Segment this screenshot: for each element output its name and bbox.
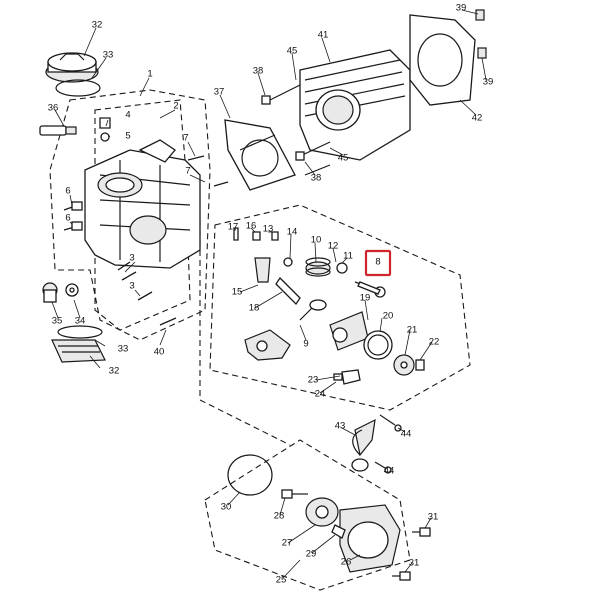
callout-label: 39 [483, 77, 494, 88]
callout-label: 33 [103, 50, 114, 61]
callout-label: 40 [154, 347, 165, 358]
callout-label: 1 [147, 69, 152, 80]
valve-part [357, 281, 381, 295]
callout-label: 28 [274, 511, 285, 522]
callout-label: 22 [429, 337, 440, 348]
callout-label: 33 [118, 344, 129, 355]
callout-label: 6 [65, 213, 70, 224]
callout-label: 19 [360, 293, 371, 304]
callout-label: 37 [214, 87, 225, 98]
callout-label: 6 [65, 186, 70, 197]
callout-label: 45 [287, 46, 298, 57]
callout-label: 14 [287, 227, 298, 238]
callout-label: 41 [318, 30, 329, 41]
head-gasket [224, 119, 296, 191]
callout-label: 21 [407, 325, 418, 336]
group-outline-cam-chain [199, 220, 291, 446]
callout-label: 34 [75, 316, 86, 327]
callout-label: 38 [311, 173, 322, 184]
callout-label: 31 [409, 558, 420, 569]
valve-train [233, 227, 425, 385]
callout-label: 15 [232, 287, 243, 298]
callout-label: 7 [185, 166, 190, 177]
callout-label: 26 [341, 557, 352, 568]
callout-label: 18 [249, 303, 260, 314]
callout-label: 30 [221, 502, 232, 513]
callout-label: 4 [125, 110, 130, 121]
callout-label: 9 [303, 339, 308, 350]
group-outline-1 [49, 89, 211, 341]
callout-label: 10 [311, 235, 322, 246]
callout-label: 27 [282, 538, 293, 549]
callout-label: 24 [315, 389, 326, 400]
callout-label: 23 [308, 375, 319, 386]
lower-o-ring [57, 325, 103, 339]
o-ring [55, 79, 101, 97]
callout-label: 42 [472, 113, 483, 124]
callout-label: 2 [173, 101, 178, 112]
cylinder-head [84, 139, 201, 269]
left-fasteners [42, 117, 229, 326]
callout-label: 38 [253, 66, 264, 77]
oil-filler-cap [45, 52, 99, 83]
callout-labels: 1 2 3 3 4 5 6 6 7 7 8 9 10 11 12 13 14 1… [48, 3, 494, 586]
callout-label: 32 [92, 20, 103, 31]
leader-lines [51, 9, 487, 579]
lower-cap [51, 339, 106, 363]
callout-label: 44 [401, 429, 412, 440]
callout-label: 36 [48, 103, 59, 114]
callout-label: 16 [246, 221, 257, 232]
callout-label: 13 [263, 224, 274, 235]
callout-label: 20 [383, 311, 394, 322]
spark-plug [39, 125, 77, 136]
callout-label: 12 [328, 241, 339, 252]
callout-label: 29 [306, 549, 317, 560]
callout-label: 25 [276, 575, 287, 586]
callout-label: 17 [228, 222, 239, 233]
group-outline-25 [204, 439, 411, 591]
callout-label: 43 [335, 421, 346, 432]
callout-label: 32 [109, 366, 120, 377]
callout-label: 45 [338, 153, 349, 164]
callout-label: 35 [52, 316, 63, 327]
callout-label: 7 [183, 133, 188, 144]
callout-label: 44 [384, 466, 395, 477]
group-outlines [49, 89, 471, 591]
callout-label: 5 [125, 131, 130, 142]
oil-pump-assembly [227, 414, 431, 581]
cylinder-block [299, 49, 411, 161]
studs [239, 9, 487, 176]
callout-label: 3 [129, 281, 134, 292]
callout-label: 11 [343, 251, 353, 262]
highlight-box [364, 249, 392, 277]
group-outline-2 [94, 99, 191, 331]
callout-label callout-label-highlighted: 8 [375, 257, 380, 268]
callout-label: 39 [456, 3, 467, 14]
callout-label: 31 [428, 512, 439, 523]
o-ring-30 [227, 454, 273, 496]
cylinder-gasket [409, 14, 476, 106]
callout-label: 3 [129, 253, 134, 264]
group-outline-valve-train [209, 204, 471, 411]
